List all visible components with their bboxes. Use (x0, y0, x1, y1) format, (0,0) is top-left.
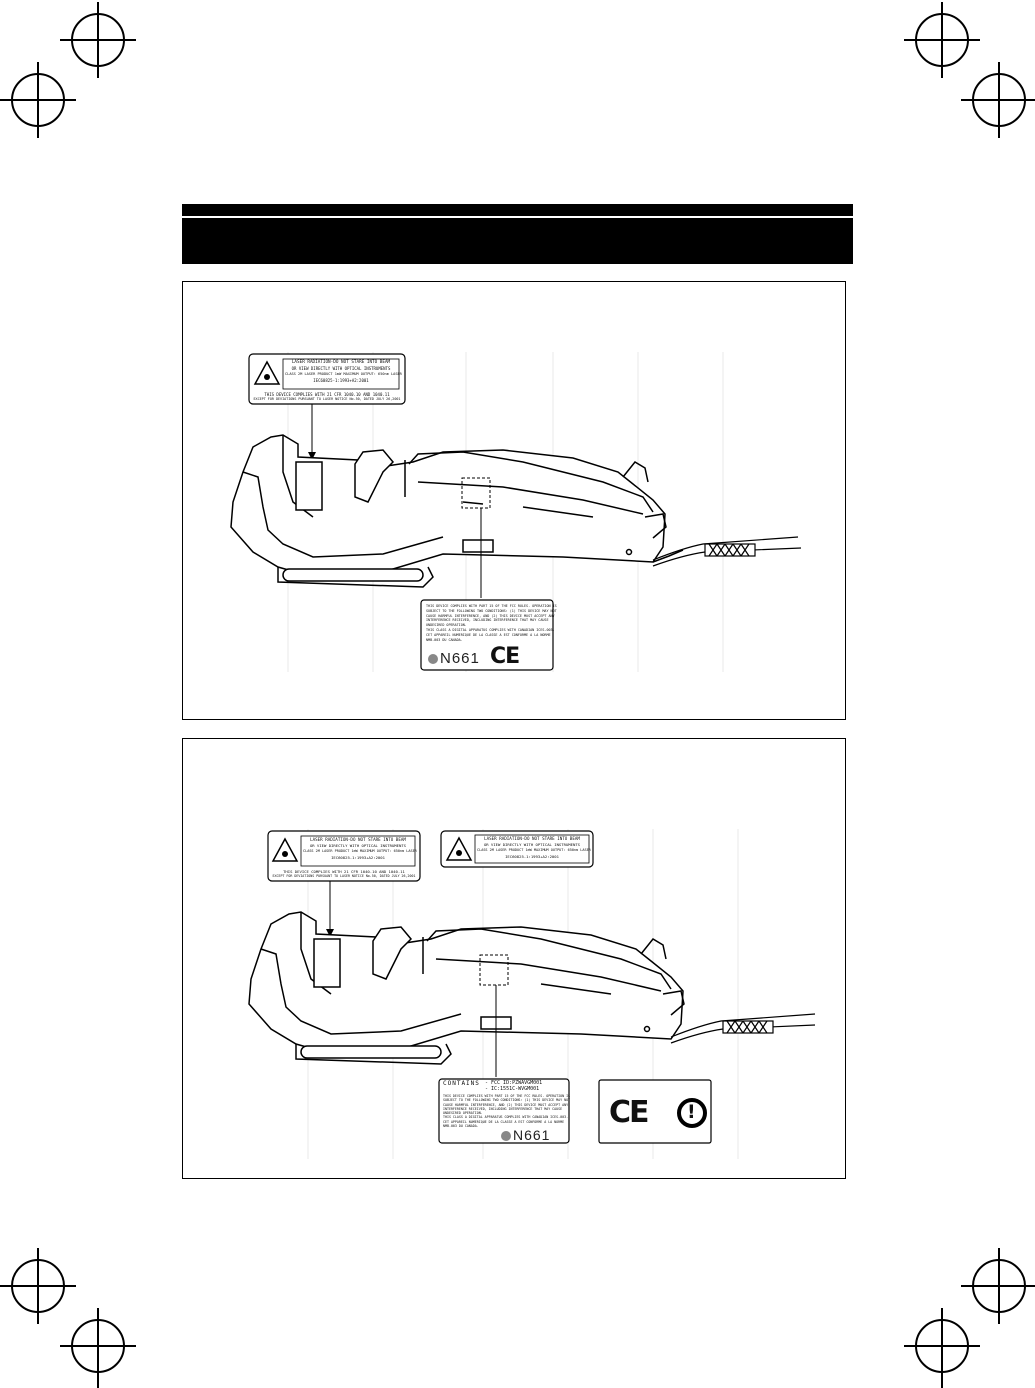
n661-mark-bottom: N661 (513, 1127, 551, 1143)
laser-label-right-line2: OR VIEW DIRECTLY WITH OPTICAL INSTRUMENT… (483, 842, 581, 847)
fcc-label-box-bottom (438, 1078, 570, 1144)
laser-warning-icon (253, 360, 281, 385)
hand-strap-drawing-bottom (670, 1013, 816, 1044)
contains-label: CONTAINS (443, 1080, 480, 1087)
laser-warning-icon-right (445, 836, 473, 861)
registration-mark-top-right-2 (961, 62, 1035, 138)
laser-compliance-left-line1: THIS DEVICE COMPLIES WITH 21 CFR 1040.10… (283, 869, 405, 874)
registration-mark-bottom-right-2 (904, 1308, 980, 1388)
laser-compliance-line1: THIS DEVICE COMPLIES WITH 21 CFR 1040.10… (264, 392, 390, 397)
terminal-device-drawing-bottom (248, 911, 685, 1065)
registration-mark-bottom-right-1 (961, 1248, 1035, 1324)
ce-mark-bottom: CE (609, 1095, 649, 1130)
fcc-id: - FCC ID:PZWAVGM001 (485, 1080, 543, 1086)
terminal-device-drawing (230, 434, 684, 588)
laser-label-box-left (267, 830, 421, 882)
registration-mark-bottom-left-1 (0, 1248, 76, 1324)
label-location-panel-bottom: LASER RADIATION-DO NOT STARE INTO BEAM O… (182, 738, 846, 1179)
laser-label-left-line3: CLASS 2M LASER PRODUCT 1mW MAXIMUM OUTPU… (303, 849, 417, 853)
registration-mark-top-right-1 (904, 2, 980, 78)
n661-mark: N661 (440, 650, 480, 667)
fcc-compliance-text: THIS DEVICE COMPLIES WITH PART 15 OF THE… (426, 604, 557, 642)
alert-icon (677, 1098, 707, 1128)
fcc-label-box (420, 599, 554, 671)
alert-mark: ! (687, 1101, 696, 1123)
laser-compliance-left-line2: EXCEPT FOR DEVIATIONS PURSUANT TO LASER … (272, 874, 416, 878)
laser-label-right-line1: LASER RADIATION-DO NOT STARE INTO BEAM (484, 836, 580, 841)
laser-label-right-line4: IEC60825-1:1993+A2:2001 (505, 854, 559, 859)
n-mark-icon (428, 654, 438, 664)
laser-label-box (248, 353, 406, 405)
fcc-compliance-text-bottom: THIS DEVICE COMPLIES WITH PART 15 OF THE… (443, 1094, 571, 1129)
device-illustration-bottom (248, 829, 816, 1159)
laser-label-left-line2: OR VIEW DIRECTLY WITH OPTICAL INSTRUMENT… (309, 843, 407, 848)
laser-label-line2: OR VIEW DIRECTLY WITH OPTICAL INSTRUMENT… (291, 366, 391, 371)
laser-compliance-line2: EXCEPT FOR DEVIATIONS PURSUANT TO LASER … (253, 397, 401, 401)
laser-warning-icon-left (271, 837, 299, 862)
header-rule (182, 216, 853, 218)
laser-label-box-right (440, 830, 594, 868)
device-illustration-top (230, 352, 802, 672)
laser-label-left-line4: IEC60825-1:1993+A2:2001 (331, 855, 385, 860)
registration-mark-bottom-left-2 (60, 1308, 136, 1388)
laser-label-left-line1: LASER RADIATION-DO NOT STARE INTO BEAM (310, 837, 406, 842)
laser-label-line3: CLASS 2M LASER PRODUCT 1mW MAXIMUM OUTPU… (285, 372, 402, 376)
n-mark-icon-bottom (501, 1131, 511, 1141)
registration-mark-top-left-2 (0, 62, 76, 138)
ic-id: - IC:1551C-WVGM001 (485, 1086, 540, 1092)
ce-mark: CE (490, 644, 520, 669)
section-header-bar (182, 204, 853, 264)
label-location-panel-top: LASER RADIATION-DO NOT STARE INTO BEAM O… (182, 281, 846, 720)
laser-label-line4: IEC60825-1:1993+A2:2001 (313, 378, 369, 383)
laser-label-right-line3: CLASS 2M LASER PRODUCT 1mW MAXIMUM OUTPU… (477, 848, 591, 852)
laser-label-line1: LASER RADIATION-DO NOT STARE INTO BEAM (291, 360, 391, 365)
ce-alert-label-box (598, 1079, 712, 1144)
registration-mark-top-left-1 (60, 2, 136, 78)
hand-strap-drawing (652, 536, 802, 567)
